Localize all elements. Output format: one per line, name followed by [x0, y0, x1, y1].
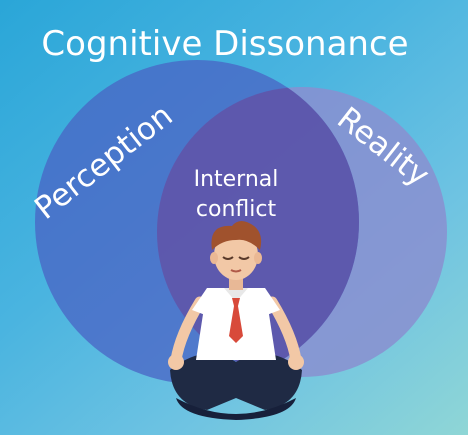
meditating-man-icon [168, 221, 304, 420]
overlap-label-line2: conflict [196, 197, 277, 222]
overlap-label-line1: Internal [194, 167, 279, 192]
diagram-title: Cognitive Dissonance [41, 24, 408, 64]
